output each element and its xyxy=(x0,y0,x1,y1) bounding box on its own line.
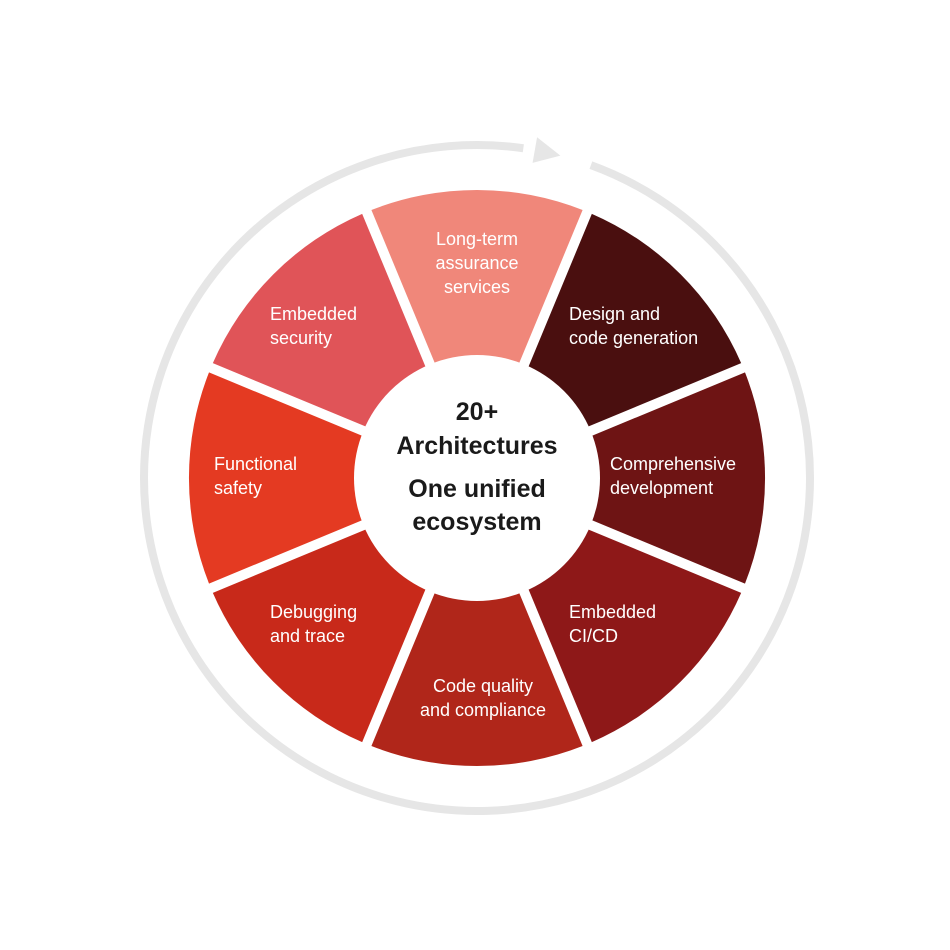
segment-3 xyxy=(519,520,742,743)
segment-label: code generation xyxy=(569,328,698,348)
center-ecosystem: ecosystem xyxy=(412,508,541,536)
center-unified: One unified xyxy=(408,475,546,503)
segment-label: safety xyxy=(214,478,262,498)
segment-label: Long-term xyxy=(436,229,518,249)
segment-7 xyxy=(212,213,435,436)
cycle-ring xyxy=(140,137,815,815)
segment-label: Embedded xyxy=(270,304,357,324)
segment-label: Code quality xyxy=(433,676,533,696)
segment-label: security xyxy=(270,328,332,348)
segment-label: development xyxy=(610,478,713,498)
arrowhead-icon xyxy=(532,137,561,163)
segment-label: Design and xyxy=(569,304,660,324)
segment-1 xyxy=(519,213,742,436)
cycle-ring-arc xyxy=(140,141,815,815)
segment-label: and compliance xyxy=(420,700,546,720)
segment-5 xyxy=(212,520,435,743)
segment-label: assurance xyxy=(435,253,518,273)
segment-label: Embedded xyxy=(569,602,656,622)
segment-label: services xyxy=(444,277,510,297)
segment-0 xyxy=(371,189,583,384)
center-circle xyxy=(354,355,600,601)
segment-4 xyxy=(371,572,583,767)
segment-label: CI/CD xyxy=(569,626,618,646)
center-count: 20+ xyxy=(456,398,498,426)
center-architectures: Architectures xyxy=(396,432,557,460)
segment-6 xyxy=(188,372,383,584)
segment-label: Debugging xyxy=(270,602,357,622)
segment-label: Functional xyxy=(214,454,297,474)
segment-2 xyxy=(571,372,766,584)
segment-label: Comprehensive xyxy=(610,454,736,474)
segment-label: and trace xyxy=(270,626,345,646)
